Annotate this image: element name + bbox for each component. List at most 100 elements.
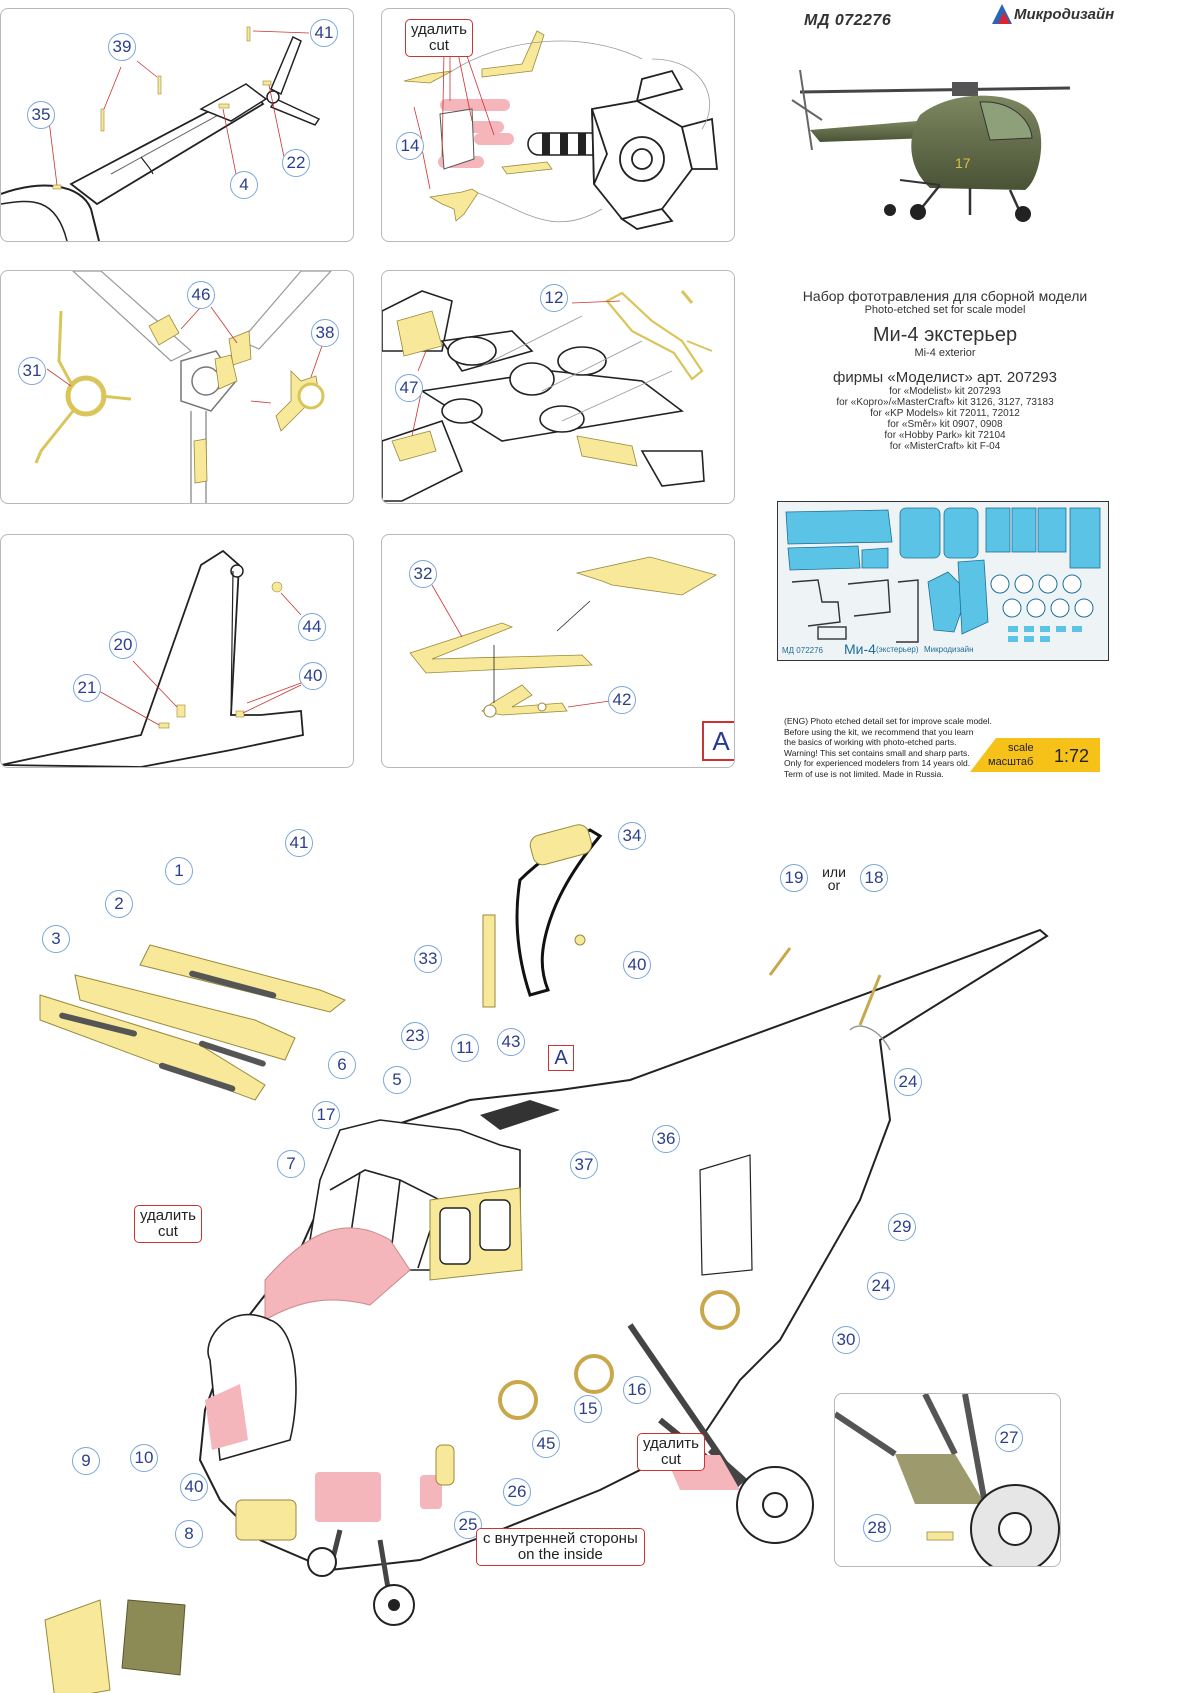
title-block: Набор фототравления для сборной модели P… (770, 288, 1120, 452)
detail-a-label: A (702, 721, 734, 761)
callout-28: 28 (863, 1514, 891, 1542)
scale-label-ru: масштаб (988, 756, 1034, 768)
callout-46: 46 (187, 281, 215, 309)
panel-rotor-hub-top: 12 47 (381, 270, 735, 504)
callout-3: 3 (42, 925, 70, 953)
panel-rotor-head-cut: удалить cut 14 (381, 8, 735, 242)
callout-1: 1 (165, 857, 193, 885)
callout-10: 10 (130, 1444, 158, 1472)
detail-a-drawing (409, 556, 718, 718)
disclaimer-line: (ENG) Photo etched detail set for improv… (784, 716, 992, 726)
brand-logo-icon (992, 4, 1012, 24)
brand-name: Микродизайн (1014, 6, 1115, 23)
callout-32: 32 (409, 560, 437, 588)
swashplate-drawing (34, 271, 332, 503)
callout-27: 27 (995, 1424, 1023, 1452)
kit-line: for «MisterCraft» kit F-04 (889, 441, 1001, 452)
rotor-hub-drawing (382, 290, 713, 502)
callout-22: 22 (282, 149, 310, 177)
pe-fret-drawing (785, 507, 1101, 643)
tail-boom-drawing (1, 26, 321, 241)
svg-text:17: 17 (955, 155, 971, 171)
callout-14: 14 (396, 132, 424, 160)
disclaimer-line: Before using the kit, we recommend that … (784, 726, 974, 737)
callout-26: 26 (503, 1478, 531, 1506)
callout-38: 38 (311, 319, 339, 347)
callout-16: 16 (623, 1376, 651, 1404)
kit-line: for «Kopro»/«MasterCraft» kit 3126, 3127… (836, 397, 1054, 408)
callout-4: 4 (230, 171, 258, 199)
callout-44: 44 (298, 613, 326, 641)
callout-43: 43 (497, 1028, 525, 1056)
callout-9: 9 (72, 1447, 100, 1475)
inside-label-en: on the inside (517, 1546, 603, 1563)
callout-40: 40 (180, 1473, 208, 1501)
callout-17: 17 (312, 1101, 340, 1129)
panel-tail-pylon: 44 20 40 21 (0, 534, 354, 768)
set-code: МД 072276 (804, 12, 892, 29)
title-line-en: Photo-etched set for scale model (864, 304, 1026, 316)
callout-8: 8 (175, 1520, 203, 1548)
callout-23: 23 (401, 1022, 429, 1050)
callout-41: 41 (310, 19, 338, 47)
callout-6: 6 (328, 1051, 356, 1079)
callout-37: 37 (570, 1151, 598, 1179)
cut-label-gear: удалить cut (637, 1433, 705, 1471)
callout-40: 40 (623, 951, 651, 979)
callout-20: 20 (109, 631, 137, 659)
disclaimer-line: Warning! This set contains small and sha… (784, 747, 970, 758)
cut-label-rotor: удалить cut (405, 19, 473, 57)
model-name-en: Mi-4 exterior (914, 347, 976, 359)
detail-a-marker: A (548, 1045, 574, 1071)
or-label-ru: или (822, 864, 846, 880)
tail-pylon-drawing (1, 549, 304, 767)
rotor-head-drawing (403, 30, 718, 230)
callout-18: 18 (860, 864, 888, 892)
brand-logo: Микродизайн (990, 2, 1114, 28)
or-label: или or (814, 864, 854, 893)
callout-41: 41 (285, 829, 313, 857)
panel-detail-a: 32 42 A (381, 534, 735, 768)
callout-12: 12 (540, 284, 568, 312)
wheel-detail-drawing (835, 1394, 1060, 1566)
callout-35: 35 (27, 101, 55, 129)
callout-31: 31 (18, 357, 46, 385)
scale-value: 1:72 (1054, 746, 1090, 766)
fret-name: Ми-4 (844, 641, 876, 657)
callout-45: 45 (532, 1430, 560, 1458)
inside-label-ru: с внутренней стороны (483, 1530, 638, 1547)
cut-label-ru: удалить (411, 21, 467, 38)
callout-5: 5 (383, 1066, 411, 1094)
fret-brand: Микродизайн (924, 645, 974, 654)
fret-sub: (экстерьер) (876, 645, 919, 654)
disclaimer-line: Only for experienced modelers from 14 ye… (784, 758, 971, 768)
disclaimer-line: the basics of working with photo-etched … (784, 737, 957, 747)
cut-label-ru: удалить (643, 1435, 699, 1452)
pe-fret-sheet: МД 072276 Ми-4 (экстерьер) Микродизайн (777, 501, 1109, 661)
callout-42: 42 (608, 686, 636, 714)
title-line-ru: Набор фототравления для сборной модели (802, 288, 1088, 304)
cut-label-en: cut (157, 1223, 178, 1240)
fret-code: МД 072276 (782, 646, 823, 655)
scale-label-en: scale (1008, 742, 1034, 754)
kit-line: for «KP Models» kit 72011, 72012 (870, 408, 1020, 419)
callout-19: 19 (780, 864, 808, 892)
callout-15: 15 (574, 1395, 602, 1423)
callout-40: 40 (299, 662, 327, 690)
helicopter-photo: 17 (791, 69, 1071, 222)
scale-badge: scale масштаб 1:72 (970, 738, 1100, 772)
cut-label-canopy: удалить cut (134, 1205, 202, 1243)
panel-wheel-detail: 27 28 (834, 1393, 1061, 1567)
callout-47: 47 (395, 374, 423, 402)
main-helicopter-drawing (39, 824, 1049, 1693)
panel-tail-rotor-boom: 39 41 35 22 4 (0, 8, 354, 242)
callout-30: 30 (832, 1326, 860, 1354)
or-label-en: or (827, 877, 841, 893)
callout-39: 39 (108, 33, 136, 61)
callout-36: 36 (652, 1125, 680, 1153)
panel-swashplate: 46 31 38 (0, 270, 354, 504)
cut-label-ru: удалить (140, 1207, 196, 1224)
kit-line: for «Směr» kit 0907, 0908 (887, 419, 1003, 430)
callout-2: 2 (105, 890, 133, 918)
kit-line: for «Hobby Park» kit 72104 (884, 430, 1006, 441)
